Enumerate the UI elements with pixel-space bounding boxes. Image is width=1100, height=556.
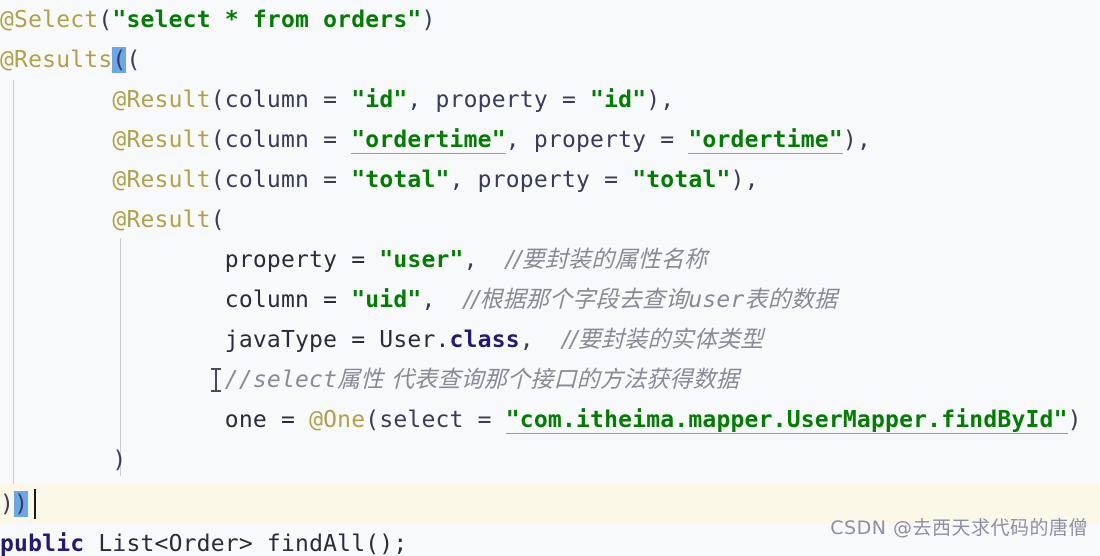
javatype-key: javaType = [224,327,380,353]
indent [0,287,225,313]
annotation-results: @Results [0,47,113,73]
return-type: List<Order> [98,531,267,556]
one-open: (select = [365,407,506,433]
indent [0,87,112,113]
comment-property-name: //要封装的属性名称 [505,247,708,273]
result-open: (column = [210,87,352,113]
property-value-user: "user" [379,247,464,273]
select-sql-string: "select * from orders" [112,7,422,33]
property-value-total: "total" [632,167,731,193]
one-close: ) [1067,407,1082,433]
result-close: ), [842,127,872,153]
text-caret [34,489,36,519]
code-line-2[interactable]: @Results(( [0,40,1100,80]
result-open: (column = [210,127,352,153]
result-open: (column = [210,167,352,193]
property-value-ordertime: "ordertime" [688,127,843,154]
code-line-8[interactable]: column = "uid", //根据那个字段去查询user表的数据 [0,280,1100,320]
annotation-result: @Result [112,127,211,153]
comment-select-attr-mono: //select [224,367,338,393]
annotation-one: @One [309,407,366,433]
code-line-11[interactable]: one = @One(select = "com.itheima.mapper.… [0,400,1100,440]
keyword-class: class [449,327,520,353]
indent [0,447,112,473]
comment-column-lookup-table: user [688,287,745,313]
result-mid: , property = [449,167,633,193]
code-line-1[interactable]: @Select("select * from orders") [0,0,1100,40]
annotation-result: @Result [112,207,211,233]
result-close: ), [646,87,675,113]
code-line-5[interactable]: @Result(column = "total", property = "to… [0,160,1100,200]
property-key: property = [224,247,380,273]
code-line-13[interactable]: )) [0,484,1100,524]
indent [0,367,225,393]
code-line-9[interactable]: javaType = User.class, //要封装的实体类型 [0,320,1100,360]
column-value-uid: "uid" [351,287,422,313]
modifier-public: public [0,531,99,556]
column-value-id: "id" [351,87,408,113]
comma: , [463,247,506,273]
paren-open: ( [98,7,113,33]
indent [0,327,225,353]
annotation-result: @Result [112,87,211,113]
indent [0,167,112,193]
current-line-highlight [0,484,1100,524]
one-key: one = [224,407,310,433]
comma: , [519,327,562,353]
code-line-10[interactable]: //select属性 代表查询那个接口的方法获得数据 [0,360,1100,400]
annotation-select: @Select [0,7,99,33]
indent [0,247,225,273]
results-close-paren-selected[interactable]: ) [14,491,29,517]
comma: , [421,287,464,313]
result-mid: , property = [505,127,689,153]
javatype-class-ref: User. [379,327,450,353]
code-line-12[interactable]: ) [0,440,1100,480]
paren-open: ( [126,47,141,73]
column-key: column = [224,287,352,313]
method-signature-findall: findAll(); [266,531,408,556]
result-close-paren: ) [112,447,127,473]
column-value-ordertime: "ordertime" [351,127,506,154]
code-line-7[interactable]: property = "user", //要封装的属性名称 [0,240,1100,280]
results-close-brace: ) [0,491,15,517]
paren-close: ) [421,7,436,33]
result-mid: , property = [407,87,591,113]
one-select-value: "com.itheima.mapper.UserMapper.findById" [505,407,1068,434]
selected-paren[interactable]: ( [112,47,127,73]
csdn-watermark: CSDN @去西天求代码的唐僧 [830,517,1088,539]
annotation-result: @Result [112,167,211,193]
comment-select-attr: 属性 代表查询那个接口的方法获得数据 [337,367,740,393]
comment-column-lookup-pre: //根据那个字段去查询 [463,287,689,313]
code-line-3[interactable]: @Result(column = "id", property = "id"), [0,80,1100,120]
comment-entity-type: //要封装的实体类型 [561,327,764,353]
code-line-4[interactable]: @Result(column = "ordertime", property =… [0,120,1100,160]
indent [0,127,112,153]
result-close: ), [730,167,759,193]
property-value-id: "id" [590,87,647,113]
indent [0,207,112,233]
comment-column-lookup-post: 表的数据 [744,287,838,313]
indent [0,407,225,433]
code-line-14[interactable]: public List<Order> findAll(); [0,524,1100,556]
column-value-total: "total" [351,167,450,193]
result-open: ( [210,207,225,233]
code-line-6[interactable]: @Result( [0,200,1100,240]
